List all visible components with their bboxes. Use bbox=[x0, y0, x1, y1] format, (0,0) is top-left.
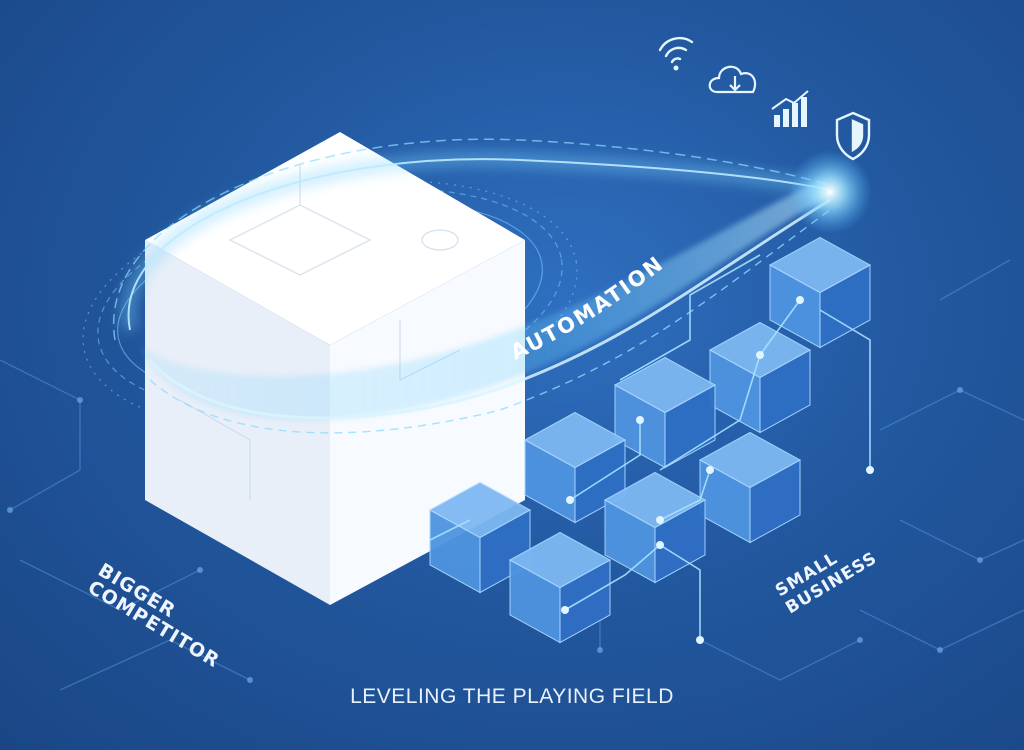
small-cube bbox=[710, 323, 810, 433]
footer-title: LEVELING THE PLAYING FIELD bbox=[0, 685, 1024, 709]
bar-chart-icon bbox=[772, 91, 808, 127]
small-cube bbox=[700, 433, 800, 543]
wifi-icon bbox=[660, 38, 692, 70]
glow-endpoint bbox=[788, 150, 872, 234]
cloud-download-icon bbox=[710, 67, 755, 92]
